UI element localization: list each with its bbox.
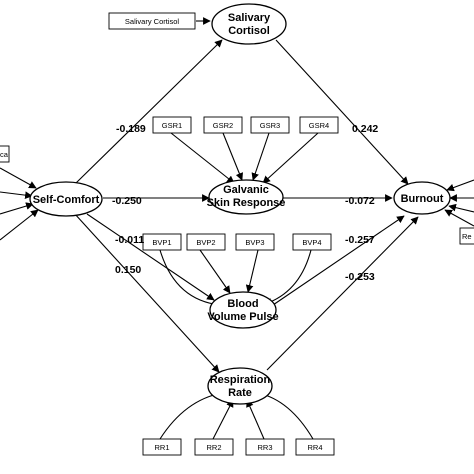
coef-salivary-to-burnout: 0.242 — [352, 123, 378, 135]
coef-rr-to-burnout: -0.253 — [345, 271, 375, 283]
svg-text:Cortisol: Cortisol — [228, 25, 270, 37]
indicators-bvp: BVP1 BVP2 BVP3 BVP4 — [142, 233, 332, 251]
path-coefficients: -0.189 0.242 -0.250 -0.072 -0.011 -0.257… — [112, 123, 378, 283]
svg-text:GSR2: GSR2 — [213, 121, 233, 130]
svg-text:RR4: RR4 — [307, 443, 322, 452]
svg-text:Salivary Cortisol: Salivary Cortisol — [125, 17, 180, 26]
node-salivary-cortisol: Salivary Cortisol — [211, 3, 287, 45]
svg-text:Skin Response: Skin Response — [207, 197, 286, 209]
node-gsr: Galvanic Skin Response — [207, 179, 286, 215]
svg-text:Galvanic: Galvanic — [223, 184, 269, 196]
svg-text:RR3: RR3 — [257, 443, 272, 452]
indicators-gsr: GSR1 GSR2 GSR3 GSR4 — [152, 116, 339, 134]
svg-text:BVP2: BVP2 — [196, 238, 215, 247]
svg-text:RR2: RR2 — [206, 443, 221, 452]
coef-self-to-salivary: -0.189 — [116, 123, 146, 135]
svg-text:Self-Comfort: Self-Comfort — [33, 194, 100, 206]
coef-bvp-to-burnout: -0.257 — [345, 234, 375, 246]
node-respiration: Respiration Rate — [207, 367, 273, 405]
svg-text:Respiration: Respiration — [210, 374, 271, 386]
structural-paths — [73, 39, 419, 373]
path-self-to-salivary — [75, 39, 223, 184]
svg-text:Rate: Rate — [228, 387, 252, 399]
svg-text:Re: Re — [462, 232, 472, 241]
svg-text:Salivary: Salivary — [228, 12, 271, 24]
svg-text:RR1: RR1 — [154, 443, 169, 452]
coef-self-to-gsr: -0.250 — [112, 195, 142, 207]
indicator-left-cut: ca — [0, 145, 10, 163]
svg-text:ca: ca — [0, 150, 9, 159]
svg-text:GSR1: GSR1 — [162, 121, 182, 130]
svg-text:BVP3: BVP3 — [245, 238, 264, 247]
path-rr-to-burnout — [266, 216, 419, 371]
svg-text:GSR4: GSR4 — [309, 121, 329, 130]
svg-text:BVP1: BVP1 — [152, 238, 171, 247]
path-self-to-bvp — [86, 213, 215, 301]
indicator-salivary: Salivary Cortisol — [108, 12, 196, 30]
node-burnout: Burnout — [393, 181, 451, 215]
svg-text:BVP4: BVP4 — [302, 238, 321, 247]
svg-text:Blood: Blood — [227, 298, 258, 310]
path-bvp-to-burnout — [272, 215, 405, 306]
node-self-comfort: Self-Comfort — [29, 181, 103, 217]
svg-text:Burnout: Burnout — [401, 193, 444, 205]
coef-self-to-rr: 0.150 — [115, 264, 141, 276]
indicator-right-cut: Re — [459, 227, 474, 245]
coef-self-to-bvp: -0.011 — [115, 234, 144, 246]
path-self-to-rr — [73, 212, 220, 373]
path-salivary-to-burnout — [275, 39, 409, 185]
node-bvp: Blood Volume Pulse — [207, 291, 279, 329]
svg-text:GSR3: GSR3 — [260, 121, 280, 130]
indicators-rr: RR1 RR2 RR3 RR4 — [142, 438, 335, 456]
coef-gsr-to-burnout: -0.072 — [345, 195, 375, 207]
svg-text:Volume Pulse: Volume Pulse — [207, 311, 278, 323]
